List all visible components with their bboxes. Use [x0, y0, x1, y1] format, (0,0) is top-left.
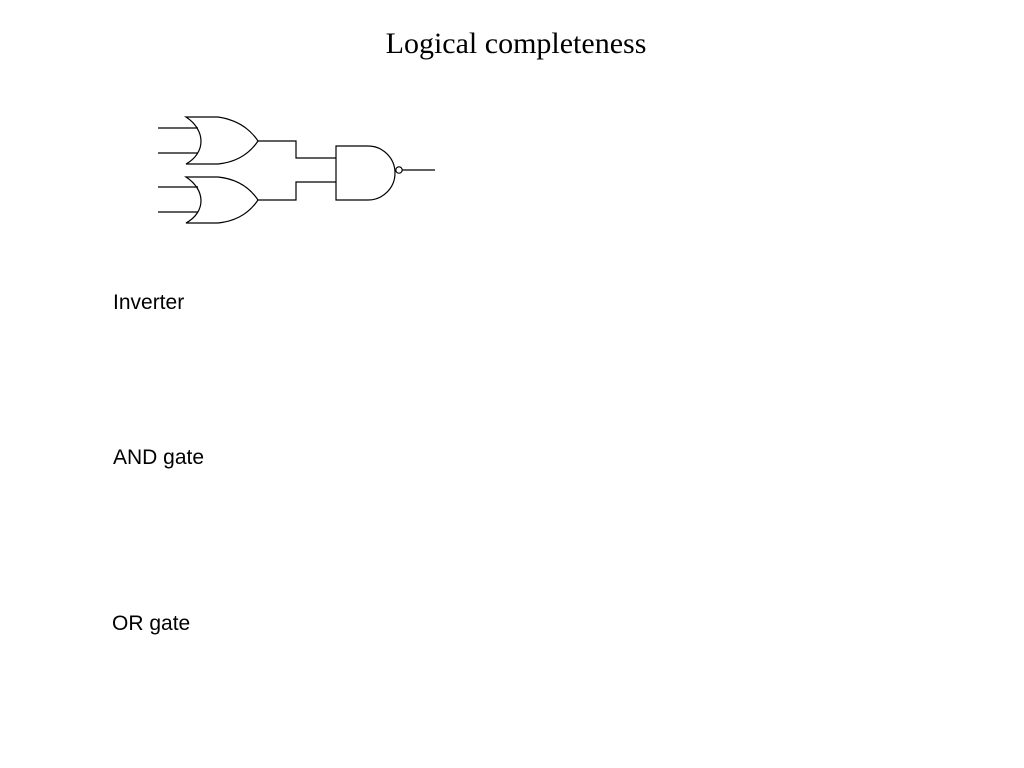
nand-output-bubble	[395, 166, 403, 174]
or-gate-top	[183, 116, 259, 165]
wire-or-bottom-to-nand	[258, 181, 336, 201]
inverter-label: Inverter	[113, 291, 185, 314]
or-gate-bottom	[183, 176, 259, 224]
wire-or-top-to-nand	[258, 140, 336, 159]
and-gate-label: AND gate	[113, 446, 205, 469]
nand-gate	[335, 145, 403, 201]
or-gate-label: OR gate	[112, 612, 191, 635]
slide-title: Logical completeness	[385, 27, 647, 60]
